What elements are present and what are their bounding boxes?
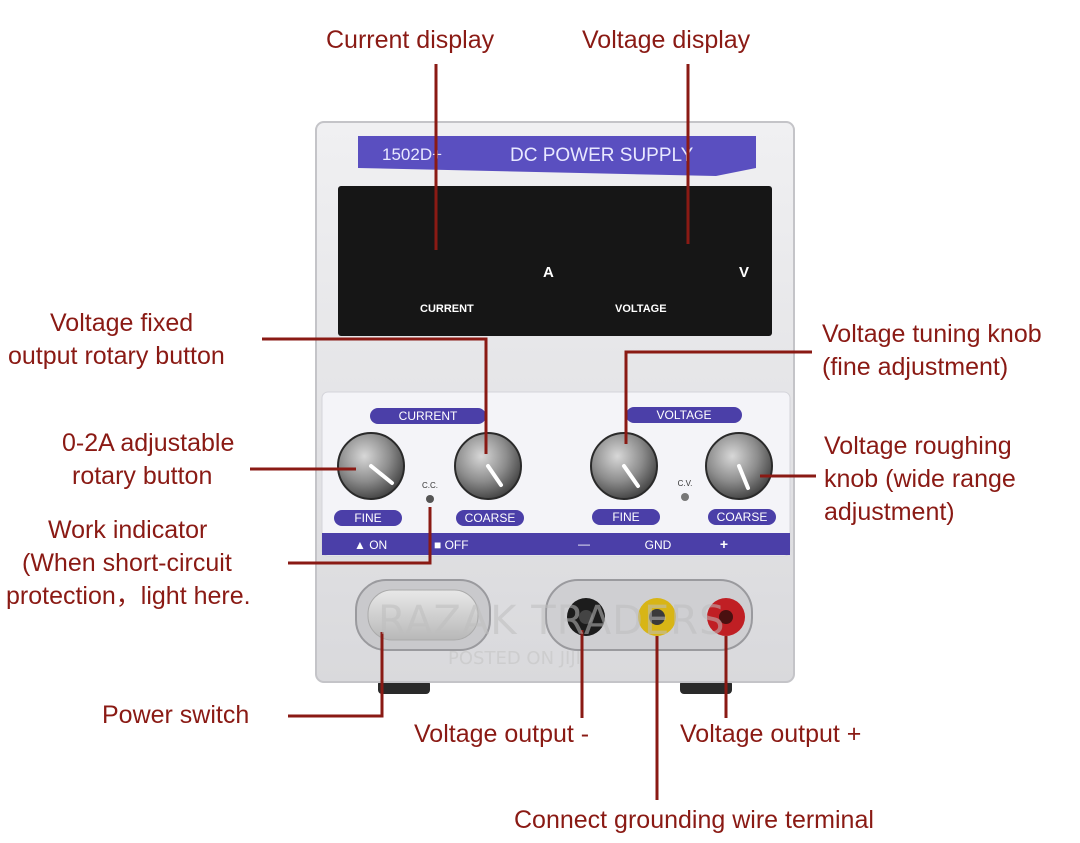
display-window [338, 186, 772, 336]
current-fine-knob[interactable] [337, 432, 405, 500]
positive-terminal[interactable] [707, 598, 745, 636]
callout-work-indicator-line1: Work indicator [48, 516, 208, 544]
callout-current-display: Current display [326, 26, 495, 54]
cc-indicator-led [426, 495, 434, 503]
voltage-coarse-knob[interactable] [705, 432, 773, 500]
watermark-posted: POSTED ON JIJI [448, 648, 581, 669]
callout-roughing-line2: knob (wide range [824, 465, 1016, 493]
cc-label: C.C. [422, 481, 438, 490]
minus-label: — [578, 537, 590, 551]
power-switch[interactable] [355, 579, 491, 651]
callout-work-indicator-line2: (When short-circuit [22, 549, 232, 577]
device-title: DC POWER SUPPLY [510, 145, 694, 166]
callout-ground-terminal: Connect grounding wire terminal [514, 806, 874, 834]
voltage-display-label: VOLTAGE [615, 303, 667, 315]
callout-voltage-display: Voltage display [582, 26, 751, 54]
plus-label: + [720, 536, 728, 552]
callout-adjustable-line2: rotary button [72, 462, 213, 490]
fine-right-label: FINE [612, 510, 639, 524]
panel-bottom-strip [322, 533, 790, 555]
model-number: 1502D+ [382, 145, 442, 164]
current-panel-header: CURRENT [399, 409, 458, 423]
callout-roughing-line1: Voltage roughing [824, 432, 1012, 460]
callout-adjustable-line1: 0-2A adjustable [62, 429, 235, 457]
voltage-unit: V [739, 264, 749, 281]
voltage-fine-knob[interactable] [590, 432, 658, 500]
current-display-label: CURRENT [420, 303, 474, 315]
callout-work-indicator-line3: protection，light here. [6, 582, 251, 610]
off-label: ■ OFF [434, 538, 469, 552]
coarse-right-label: COARSE [717, 510, 768, 524]
cv-label: C.V. [678, 479, 693, 488]
ground-terminal[interactable] [638, 598, 676, 636]
cv-indicator-led [681, 493, 689, 501]
on-label: ▲ ON [354, 538, 387, 552]
voltage-panel-header: VOLTAGE [657, 408, 712, 422]
callout-voltage-fixed-line1: Voltage fixed [50, 309, 194, 337]
gnd-label: GND [645, 538, 672, 552]
device-foot-right [680, 680, 732, 694]
callout-voltage-output-plus: Voltage output + [680, 720, 862, 748]
title-banner [358, 136, 756, 176]
callout-tuning-line1: Voltage tuning knob [822, 320, 1042, 348]
current-coarse-knob[interactable] [454, 432, 522, 500]
current-unit: A [543, 264, 554, 281]
negative-terminal[interactable] [567, 598, 605, 636]
watermark-brand: RAZAK TRADERS [378, 598, 726, 644]
callout-tuning-line2: (fine adjustment) [822, 353, 1009, 381]
callout-power-switch: Power switch [102, 701, 250, 729]
device-foot-left [378, 680, 430, 694]
coarse-left-label: COARSE [465, 511, 516, 525]
callout-roughing-line3: adjustment) [824, 498, 955, 526]
fine-left-label: FINE [354, 511, 381, 525]
callout-voltage-output-minus: Voltage output - [414, 720, 590, 748]
callout-voltage-fixed-line2: output rotary button [8, 342, 225, 370]
